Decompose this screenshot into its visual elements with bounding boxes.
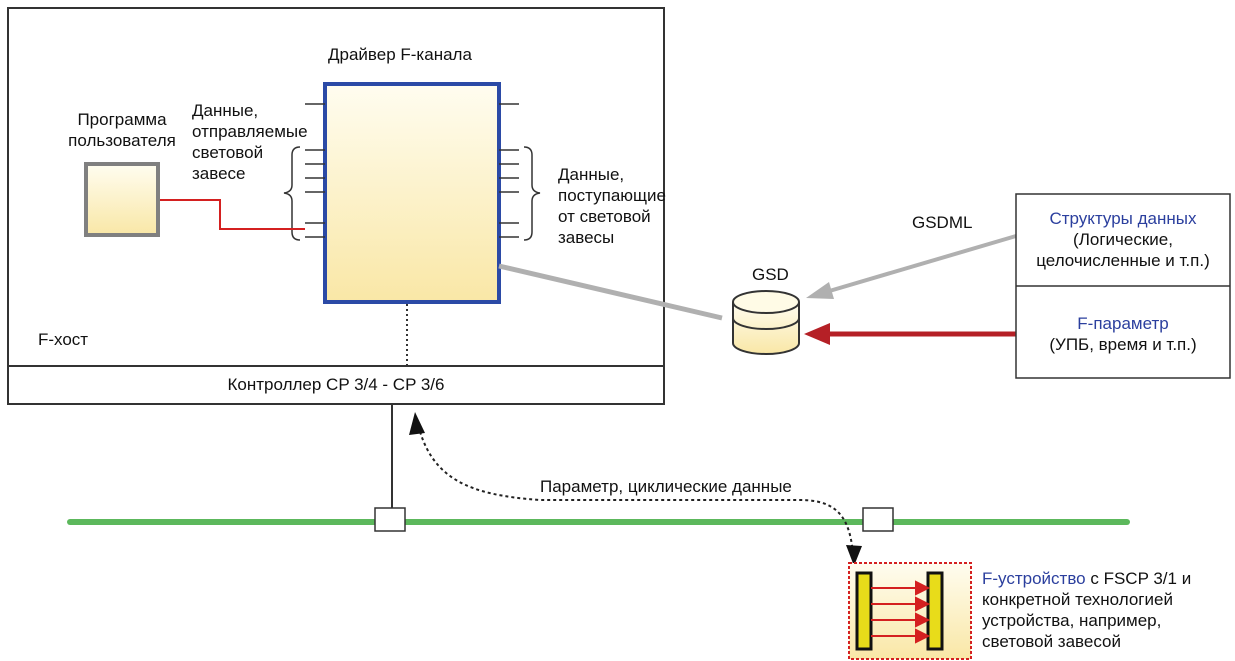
cyclic-data-arrow-down bbox=[846, 545, 862, 566]
gsd-label: GSD bbox=[752, 265, 789, 284]
user-program-label: Программа пользователя bbox=[68, 110, 176, 150]
bus-message-label: Параметр, циклические данные bbox=[540, 477, 792, 496]
driver-pins bbox=[305, 103, 519, 238]
f-host-label: F-хост bbox=[38, 330, 89, 349]
right-curly-brace bbox=[523, 146, 541, 241]
user-program-block bbox=[84, 162, 160, 237]
f-host-box bbox=[7, 7, 665, 405]
data-structures-label: Структуры данных (Логические, целочислен… bbox=[1036, 209, 1210, 270]
red-data-wire bbox=[160, 199, 305, 230]
f-parameter-label: F-параметр (УПБ, время и т.п.) bbox=[1049, 314, 1197, 354]
controller-label: Контроллер CP 3/4 - CP 3/6 bbox=[227, 375, 445, 394]
f-device-label: F-устройство с FSCP 3/1 и конкретной тех… bbox=[982, 569, 1192, 651]
f-parameter-arrow-head bbox=[804, 323, 830, 345]
gsdml-label: GSDML bbox=[912, 213, 973, 232]
data-received-label: Данные, поступающие от световой завесы bbox=[558, 165, 666, 247]
f-device-light-curtain-icon bbox=[848, 562, 972, 660]
cyclic-data-path bbox=[416, 419, 854, 556]
data-sent-label: Данные, отправляемые световой завесе bbox=[192, 101, 308, 183]
gsdml-arrow-shaft bbox=[825, 234, 1017, 294]
bus-node-device bbox=[862, 507, 894, 532]
driver-title: Драйвер F-канала bbox=[328, 45, 472, 64]
bus-node-controller bbox=[374, 507, 406, 532]
gsdml-arrow-head bbox=[806, 282, 834, 299]
f-channel-driver-block bbox=[323, 82, 501, 304]
cyclic-data-arrow-up bbox=[409, 412, 425, 435]
left-curly-brace bbox=[283, 146, 301, 241]
driver-gsd-link bbox=[498, 263, 723, 321]
gsd-database-icon bbox=[732, 290, 800, 355]
